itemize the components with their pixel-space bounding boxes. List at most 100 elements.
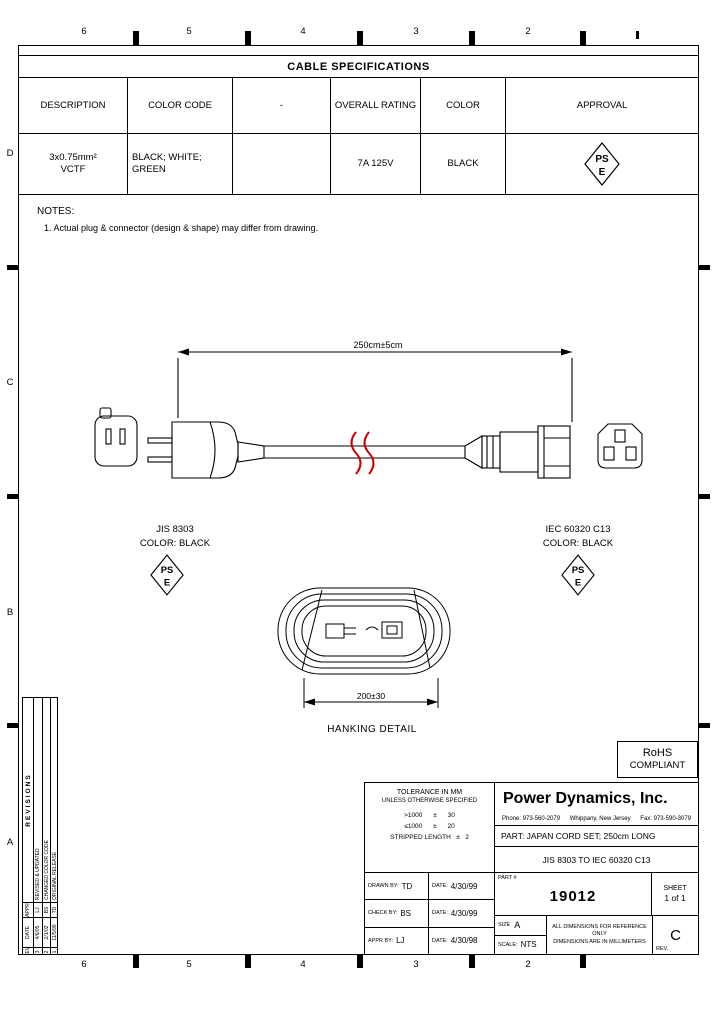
revisions-table-rotated: REV DATE APPR REVISIONS 3 4/6/05 LJ REVI… bbox=[23, 698, 57, 955]
sheet-value: 1 of 1 bbox=[664, 893, 686, 903]
appr-by-row: APPR BY: LJ DATE: 4/30/98 bbox=[365, 927, 494, 954]
zone-tick bbox=[7, 723, 19, 728]
hanking-detail-drawing bbox=[277, 587, 451, 708]
revision-date: 4/6/05 bbox=[34, 917, 42, 947]
disclaimer-cell: ALL DIMENSIONS FOR REFERENCE ONLY DIMENS… bbox=[547, 916, 653, 954]
tolerance-row: ≤1000 ± 20 bbox=[404, 823, 455, 830]
disclaimer-line2: DIMENSIONS ARE IN MILLIMETERS bbox=[553, 938, 646, 945]
rev-label: REV. bbox=[656, 946, 669, 952]
check-date-value: 4/30/99 bbox=[450, 908, 478, 918]
rohs-line1: RoHS bbox=[642, 747, 673, 759]
revision-approver: LJ bbox=[34, 902, 42, 917]
zone-tick bbox=[245, 955, 251, 968]
hank-dimension-label: 200±30 bbox=[331, 691, 411, 701]
spec-table-title: CABLE SPECIFICATIONS bbox=[19, 56, 698, 78]
drawn-by-row: DRAWN BY: TD DATE: 4/30/99 bbox=[365, 873, 494, 901]
zone-tick bbox=[698, 494, 710, 499]
jis-plug-face-view bbox=[94, 407, 138, 467]
zone-number-bottom: 5 bbox=[186, 959, 192, 970]
tolerance-title: TOLERANCE IN MM bbox=[396, 789, 463, 796]
rev-value: C bbox=[670, 926, 681, 944]
cable-specifications-table: CABLE SPECIFICATIONS DESCRIPTION COLOR C… bbox=[18, 55, 699, 195]
zone-letter-left: C bbox=[6, 377, 14, 388]
revisions-table: REV DATE APPR REVISIONS 3 4/6/05 LJ REVI… bbox=[22, 697, 58, 955]
appr-by-label: APPR BY: bbox=[368, 937, 394, 944]
zone-number-top: 6 bbox=[81, 26, 87, 37]
revision-row: 1 11/5/99 TD ORIGINAL RELEASE bbox=[51, 698, 57, 954]
check-by-label: CHECK BY: bbox=[368, 910, 398, 917]
zone-tick bbox=[698, 723, 710, 728]
rohs-line2: COMPLIANT bbox=[629, 760, 686, 771]
company-part-cell: Power Dynamics, Inc. Phone: 973-560-2079… bbox=[495, 783, 698, 872]
part-title-line2: JIS 8303 TO IEC 60320 C13 bbox=[542, 854, 651, 865]
pse-letter-bottom: E bbox=[575, 577, 581, 588]
revision-approver: TD bbox=[51, 902, 57, 917]
zone-tick bbox=[245, 31, 251, 45]
hank-connectors bbox=[325, 621, 403, 639]
cable-assembly-drawing bbox=[94, 348, 643, 479]
cell-blank bbox=[233, 134, 331, 194]
pse-letter-bottom: E bbox=[599, 167, 606, 178]
zone-tick bbox=[580, 955, 586, 968]
zone-tick bbox=[133, 955, 139, 968]
pse-letters-top: PS bbox=[572, 565, 585, 576]
revision-description: REVISED & UPDATED bbox=[34, 848, 41, 900]
cell-color: BLACK bbox=[421, 134, 506, 194]
header-overall-rating: OVERALL RATING bbox=[331, 78, 421, 133]
revisions-title: REVISIONS bbox=[24, 773, 32, 827]
zone-tick bbox=[469, 31, 475, 45]
zone-number-top: 2 bbox=[525, 26, 531, 37]
drawn-date-value: 4/30/99 bbox=[450, 881, 478, 891]
cell-overall-rating: 7A 125V bbox=[331, 134, 421, 194]
tolerance-row: STRIPPED LENGTH ± 2 bbox=[390, 834, 469, 841]
zone-tick bbox=[133, 31, 139, 45]
zone-number-top: 5 bbox=[186, 26, 192, 37]
zone-number-bottom: 2 bbox=[525, 959, 531, 970]
zone-number-top: 3 bbox=[413, 26, 419, 37]
header-color-code: COLOR CODE bbox=[128, 78, 233, 133]
spec-table-data-row: 3x0.75mm² VCTF BLACK; WHITE; GREEN 7A 12… bbox=[19, 134, 698, 194]
revision-approver: BS bbox=[42, 902, 51, 917]
title-block: TOLERANCE IN MM UNLESS OTHERWISE SPECIFI… bbox=[364, 782, 699, 955]
zone-letter-left: D bbox=[6, 148, 14, 159]
appr-by-value: LJ bbox=[396, 936, 405, 946]
signature-column: DRAWN BY: TD DATE: 4/30/99 CHECK BY: BS … bbox=[365, 873, 495, 954]
pse-letter-bottom: E bbox=[164, 577, 170, 588]
company-name: Power Dynamics, Inc. bbox=[503, 790, 668, 807]
zone-tick bbox=[469, 955, 475, 968]
drawn-by-label: DRAWN BY: bbox=[368, 883, 399, 890]
drawn-date-label: DATE: bbox=[432, 883, 448, 890]
appr-header: APPR bbox=[23, 902, 33, 917]
check-by-row: CHECK BY: BS DATE: 4/30/99 bbox=[365, 900, 494, 928]
zone-tick bbox=[7, 494, 19, 499]
iec-c13-face-view bbox=[597, 423, 643, 469]
company-contact-line: Phone: 973-560-2079 Whippany, New Jersey… bbox=[495, 813, 698, 826]
note-item-1: 1. Actual plug & connector (design & sha… bbox=[44, 223, 318, 233]
overall-dimension-label: 250cm±5cm bbox=[330, 340, 426, 350]
drawn-by-value: TD bbox=[401, 881, 413, 891]
cable-break-mark bbox=[350, 431, 375, 475]
iec-connector-color: COLOR: BLACK bbox=[542, 538, 614, 549]
coiled-cable-loops bbox=[277, 587, 451, 675]
part-title-line1: PART: JAPAN CORD SET; 250cm LONG bbox=[495, 826, 698, 847]
header-approval: APPROVAL bbox=[576, 99, 628, 111]
zone-letter-left: B bbox=[6, 607, 14, 618]
revision-number: 3 bbox=[34, 947, 42, 954]
tolerance-subtitle: UNLESS OTHERWISE SPECIFIED bbox=[381, 798, 478, 804]
appr-date-value: 4/30/98 bbox=[450, 936, 478, 946]
sheet-label: SHEET bbox=[663, 885, 687, 892]
disclaimer-line1: ALL DIMENSIONS FOR REFERENCE ONLY bbox=[552, 923, 647, 938]
revision-description: CHANGED COLOR CODE bbox=[43, 839, 50, 900]
scale-value: NTS bbox=[520, 940, 537, 950]
part-number-cell: PART # 19012 bbox=[495, 873, 652, 915]
rev-header: REV bbox=[23, 946, 33, 955]
tolerance-cell: TOLERANCE IN MM UNLESS OTHERWISE SPECIFI… bbox=[365, 783, 495, 872]
part-number-column: PART # 19012 SHEET 1 of 1 SIZE A bbox=[495, 873, 698, 954]
iec-c13-side-view bbox=[464, 425, 571, 479]
revision-number: 2 bbox=[42, 947, 51, 954]
cell-color-code: BLACK; WHITE; GREEN bbox=[128, 134, 233, 194]
revision-number: 1 bbox=[51, 947, 57, 954]
zone-number-bottom: 3 bbox=[413, 959, 419, 970]
jis-connector-name: JIS 8303 bbox=[156, 524, 194, 535]
